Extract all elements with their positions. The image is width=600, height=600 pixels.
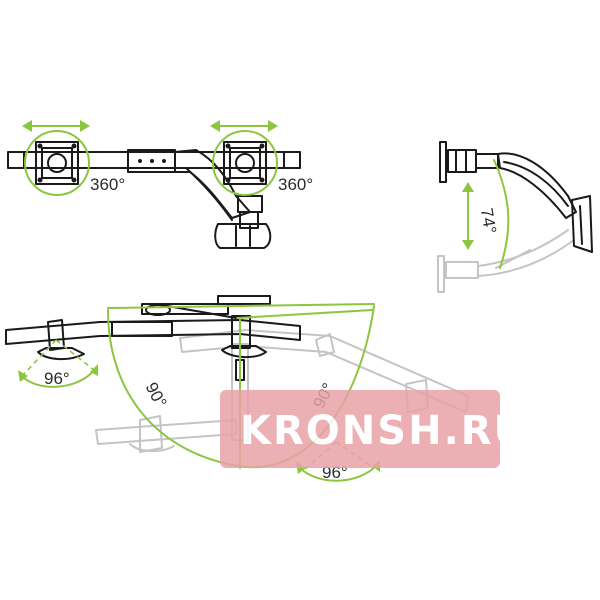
arm-angle-left-label: 90° xyxy=(142,379,171,411)
swivel-left-label: 96° xyxy=(44,369,70,388)
side-view-drawing xyxy=(439,141,593,253)
side-view-ghost xyxy=(437,229,575,293)
rotation-indicator-right xyxy=(210,120,278,196)
tilt-label: 74° xyxy=(477,207,500,236)
watermark: KRONSH.RU xyxy=(220,390,528,468)
watermark-text: KRONSH.RU xyxy=(240,408,528,454)
tilt-indicator xyxy=(462,159,510,269)
rotation-indicator-left xyxy=(22,120,90,196)
swivel-indicator-left xyxy=(18,339,98,388)
rotation-left-label: 360° xyxy=(90,175,125,194)
rotation-right-label: 360° xyxy=(278,175,313,194)
plan-view-drawing xyxy=(5,295,301,381)
front-view-drawing xyxy=(7,141,301,249)
